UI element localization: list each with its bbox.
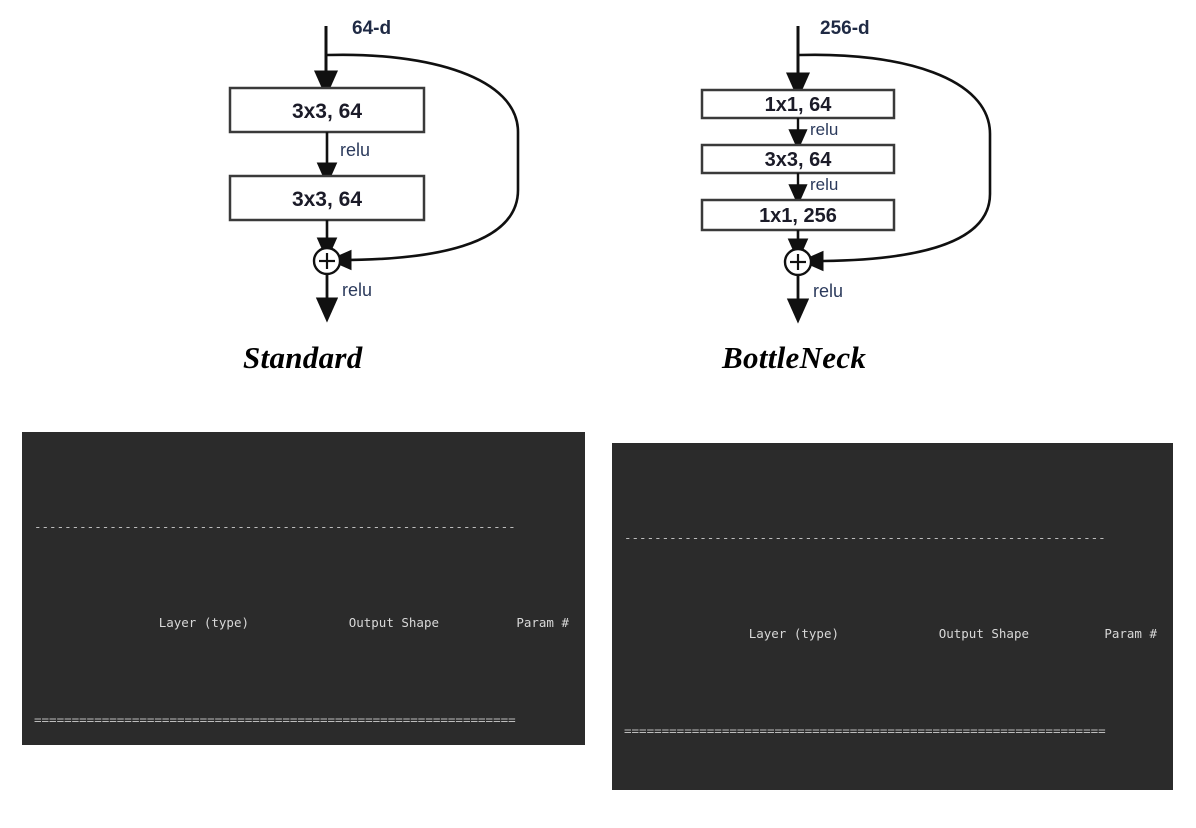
conv-block-2-label: 3x3, 64	[765, 149, 833, 171]
conv-block-2	[228, 174, 426, 222]
header-rule: ========================================…	[34, 712, 516, 728]
diagram-bottleneck: 1x1, 64 relu 3x3, 64 relu 1x1, 256 relu …	[652, 8, 1012, 328]
header-layer: Layer (type)	[158, 615, 249, 631]
conv-block-1-label: 3x3, 64	[292, 100, 362, 123]
header-param: Param #	[1104, 626, 1157, 642]
header-output-shape: Output Shape	[938, 626, 1029, 642]
terminal-bottleneck-summary[interactable]: ----------------------------------------…	[612, 443, 1173, 790]
header-param: Param #	[516, 615, 569, 631]
relu-label-1: relu	[810, 120, 838, 139]
header-output-shape: Output Shape	[348, 615, 439, 631]
top-rule: ----------------------------------------…	[624, 529, 1106, 545]
conv-block-2-label: 3x3, 64	[292, 188, 362, 211]
skip-connection-path	[326, 53, 520, 271]
input-dim-label: 64-d	[352, 18, 391, 39]
conv-block-3	[700, 198, 896, 232]
summary-header-row: Layer (type) Output Shape Param #	[624, 622, 1161, 646]
skip-connection-path	[798, 53, 992, 272]
summary-header-row: Layer (type) Output Shape Param #	[34, 611, 573, 635]
relu-label-2: relu	[810, 175, 838, 194]
caption-bottleneck: BottleNeck	[722, 340, 867, 375]
relu-label-1: relu	[340, 140, 370, 160]
terminal-standard-summary[interactable]: ----------------------------------------…	[22, 432, 585, 745]
header-rule: ========================================…	[624, 723, 1106, 739]
conv-block-1	[228, 86, 426, 134]
conv-block-1-label: 1x1, 64	[765, 94, 833, 116]
diagram-standard: 3x3, 64 relu 3x3, 64 relu 64-d	[180, 8, 540, 328]
output-relu-label: relu	[813, 281, 843, 301]
conv-block-3-label: 1x1, 256	[759, 205, 837, 227]
output-relu-label: relu	[342, 280, 372, 300]
top-rule: ----------------------------------------…	[34, 518, 516, 534]
header-layer: Layer (type)	[748, 626, 839, 642]
standard-block-svg: 3x3, 64 relu 3x3, 64 relu 64-d	[228, 18, 520, 323]
bottleneck-block-svg: 1x1, 64 relu 3x3, 64 relu 1x1, 256 relu …	[700, 18, 992, 324]
input-dim-label: 256-d	[820, 18, 870, 39]
caption-standard: Standard	[243, 340, 363, 375]
